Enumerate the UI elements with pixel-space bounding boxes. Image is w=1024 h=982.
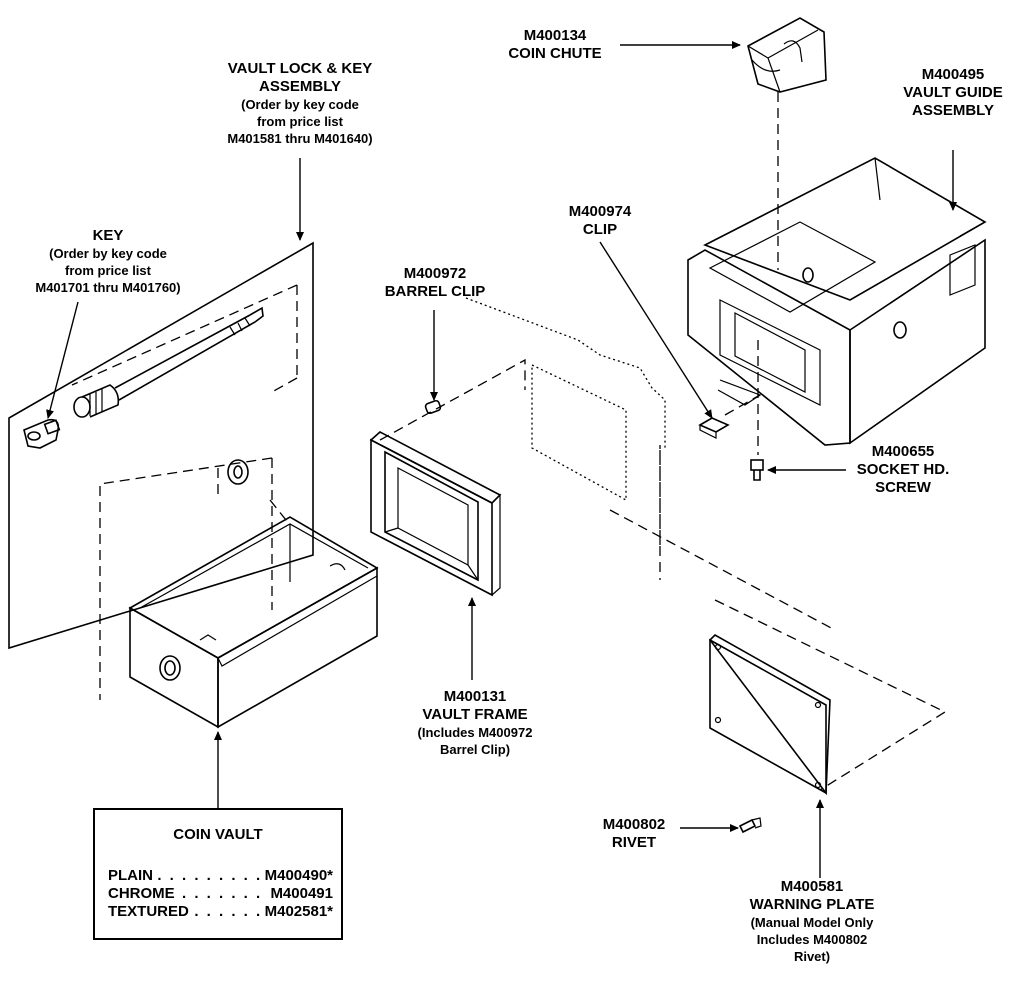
vault-guide-line3: ASSEMBLY [912,102,994,119]
warning-plate-line5: Rivet) [793,949,831,964]
row-part-number: M400491 [267,885,333,902]
rivet-label: M400802 RIVET [603,816,666,852]
row-name: TEXTURED [108,903,192,920]
key-line3: from price list [65,263,151,278]
vault-frame-line3: (Includes M400972 [417,725,533,740]
row-part-number: M402581* [261,903,333,920]
rivet-line1: M400802 [602,816,666,833]
screw-projection-line [724,340,761,455]
key-line1: KEY [92,227,124,244]
clip-label: M400974 CLIP [569,203,632,239]
frame-projection-lines [379,358,947,791]
clip-line1: M400974 [568,203,632,220]
rivet-line2: RIVET [611,834,657,851]
coin-vault-row-chrome: . . . . . . . . . . . . . . . . . . . . … [108,885,333,903]
vault-frame-label: M400131 VAULT FRAME (Includes M400972 Ba… [418,688,533,758]
warning-plate-line2: WARNING PLATE [749,896,875,913]
key-line4: M401701 thru M401760) [35,280,181,295]
lock-washer-part [227,459,249,485]
vault-lock-key-line5: M401581 thru M401640) [227,131,373,146]
leader-lines [46,41,957,878]
lock-projection-lines [71,284,298,700]
coin-vault-table-title: COIN VAULT [173,826,263,843]
socket-screw-part [750,459,764,481]
row-name: CHROME [108,885,178,902]
row-part-number: M400490* [261,867,333,884]
lock-assembly-plane [8,241,314,650]
vault-frame-ghost [465,297,666,502]
coin-chute-line2: COIN CHUTE [508,45,602,62]
lock-cylinder-part [73,306,264,418]
vault-frame-line2: VAULT FRAME [422,706,528,723]
vault-guide-line1: M400495 [921,66,985,83]
coin-chute-part [747,17,827,93]
barrel-clip-label: M400972 BARREL CLIP [385,265,486,301]
vault-guide-label: M400495 VAULT GUIDE ASSEMBLY [903,66,1002,120]
coin-vault-row-textured: . . . . . . . . . . . . . . . . . . . . … [108,903,333,921]
vault-lock-key-line1: VAULT LOCK & KEY [227,60,373,77]
clip-line2: CLIP [582,221,618,238]
coin-chute-label: M400134 COIN CHUTE [508,27,601,63]
row-name: PLAIN [108,867,156,884]
socket-screw-line3: SCREW [875,479,931,496]
warning-plate-part [708,634,831,796]
coin-vault-row-plain: . . . . . . . . . . . . . . . . . . . . … [108,867,333,885]
warning-plate-label: M400581 WARNING PLATE (Manual Model Only… [750,878,875,965]
socket-screw-line1: M400655 [871,443,935,460]
socket-screw-line2: SOCKET HD. [856,461,950,478]
coin-vault-table: COIN VAULT . . . . . . . . . . . . . . .… [93,808,343,940]
key-line2: (Order by key code [49,246,167,261]
warning-plate-line4: Includes M400802 [756,932,868,947]
vault-lock-key-label: VAULT LOCK & KEY ASSEMBLY (Order by key … [227,60,372,147]
vault-frame-line1: M400131 [443,688,507,705]
rivet-part [738,817,762,834]
barrel-clip-line1: M400972 [403,265,467,282]
key-part [23,418,61,449]
coin-chute-line1: M400134 [523,27,587,44]
warning-plate-line1: M400581 [780,878,844,895]
vault-frame-part [369,431,502,597]
vault-lock-key-line3: (Order by key code [241,97,359,112]
vault-guide-part [687,157,987,446]
key-label: KEY (Order by key code from price list M… [35,227,180,296]
clip-part [698,417,730,439]
barrel-clip-part [424,399,442,415]
socket-screw-label: M400655 SOCKET HD. SCREW [857,443,950,497]
warning-plate-line3: (Manual Model Only [750,915,874,930]
barrel-clip-line2: BARREL CLIP [384,283,486,300]
vault-frame-line4: Barrel Clip) [439,742,511,757]
vault-lock-key-line2: ASSEMBLY [259,78,341,95]
coin-vault-part [128,516,379,729]
vault-guide-line2: VAULT GUIDE [903,84,1003,101]
vault-lock-key-line4: from price list [257,114,343,129]
